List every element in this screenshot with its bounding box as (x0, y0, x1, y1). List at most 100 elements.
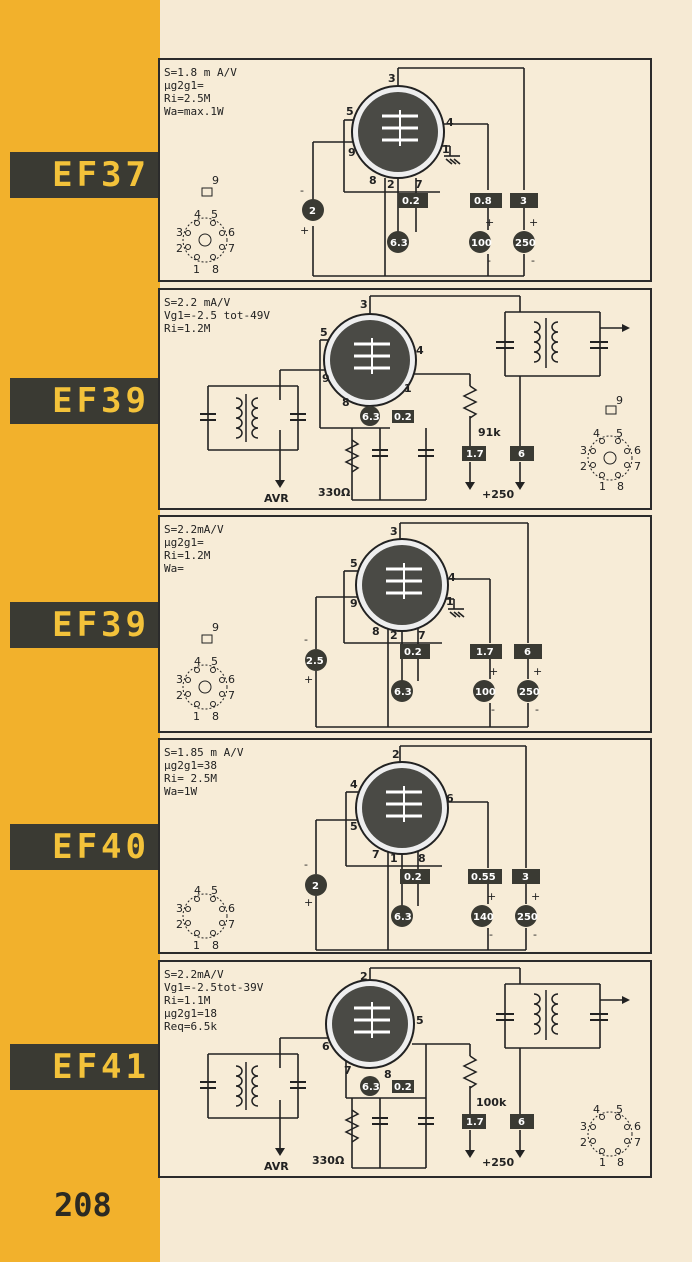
svg-text:4: 4 (448, 571, 456, 584)
svg-text:1.7: 1.7 (466, 1117, 484, 1128)
svg-text:7: 7 (415, 178, 423, 191)
svg-text:1: 1 (193, 710, 200, 723)
svg-text:6.3: 6.3 (362, 412, 380, 423)
svg-text:6: 6 (228, 226, 235, 239)
svg-text:4: 4 (350, 778, 358, 791)
svg-text:100: 100 (475, 687, 496, 698)
svg-text:8: 8 (212, 710, 219, 723)
svg-text:8: 8 (212, 939, 219, 952)
svg-text:-: - (535, 703, 539, 716)
socket-diagram (182, 664, 228, 710)
svg-text:3: 3 (388, 72, 396, 85)
tube-electrodes-icon (332, 986, 408, 1062)
svg-text:2: 2 (176, 242, 183, 255)
svg-text:6: 6 (322, 1040, 330, 1053)
svg-text:0.2: 0.2 (404, 872, 422, 883)
svg-text:100: 100 (471, 238, 492, 249)
tube-label-ef39-b: EF39 (10, 602, 158, 648)
svg-text:1: 1 (193, 263, 200, 276)
svg-text:250: 250 (517, 912, 538, 923)
svg-text:8: 8 (369, 174, 377, 187)
svg-text:5: 5 (350, 557, 358, 570)
svg-text:+: + (487, 890, 496, 903)
svg-text:6: 6 (228, 902, 235, 915)
svg-text:330Ω: 330Ω (312, 1154, 345, 1167)
svg-text:8: 8 (617, 1156, 624, 1169)
svg-text:2: 2 (390, 629, 398, 642)
svg-text:-: - (300, 184, 304, 197)
svg-text:+250: +250 (482, 488, 515, 501)
svg-text:2: 2 (392, 748, 400, 761)
svg-text:5: 5 (211, 884, 218, 897)
svg-text:8: 8 (212, 263, 219, 276)
svg-text:+250: +250 (482, 1156, 515, 1169)
svg-text:5: 5 (211, 655, 218, 668)
svg-text:7: 7 (634, 1136, 641, 1149)
svg-text:5: 5 (211, 208, 218, 221)
svg-text:-: - (533, 928, 537, 941)
tube-electrodes-icon (330, 320, 410, 400)
svg-text:140: 140 (473, 912, 494, 923)
svg-text:-: - (531, 254, 535, 267)
svg-text:0.2: 0.2 (402, 196, 420, 207)
svg-text:3: 3 (580, 1120, 587, 1133)
svg-text:8: 8 (418, 852, 426, 865)
svg-text:6: 6 (634, 1120, 641, 1133)
svg-text:3: 3 (176, 902, 183, 915)
svg-text:4: 4 (416, 344, 424, 357)
svg-text:9: 9 (348, 146, 356, 159)
svg-text:4: 4 (194, 208, 201, 221)
svg-text:4: 4 (194, 655, 201, 668)
svg-text:1: 1 (404, 382, 412, 395)
schematic-ef37: 3 5 9 4 1 8 2 7 2 -+ 0.2 6.3 0.8 100 +- … (176, 67, 538, 277)
svg-text:4: 4 (593, 427, 600, 440)
svg-text:2.5: 2.5 (306, 656, 324, 667)
socket-diagram (587, 1111, 633, 1157)
svg-text:3: 3 (522, 872, 529, 883)
svg-text:3: 3 (580, 444, 587, 457)
svg-text:6.3: 6.3 (394, 687, 412, 698)
svg-text:3: 3 (176, 226, 183, 239)
socket-diagram (587, 435, 633, 481)
svg-text:1: 1 (193, 939, 200, 952)
socket-diagram (182, 217, 228, 263)
svg-text:8: 8 (617, 480, 624, 493)
svg-text:7: 7 (228, 242, 235, 255)
tube-electrodes-icon (358, 92, 438, 172)
svg-text:+: + (489, 665, 498, 678)
svg-text:1: 1 (442, 143, 450, 156)
svg-text:6: 6 (518, 449, 525, 460)
svg-text:5: 5 (616, 1103, 623, 1116)
tube-label-ef40: EF40 (10, 824, 158, 870)
svg-text:1: 1 (599, 480, 606, 493)
svg-text:7: 7 (228, 689, 235, 702)
tube-label-ef39-a: EF39 (10, 378, 158, 424)
svg-text:3: 3 (360, 298, 368, 311)
svg-text:0.2: 0.2 (394, 412, 412, 423)
svg-text:8: 8 (342, 396, 350, 409)
svg-text:+: + (485, 216, 494, 229)
svg-text:8: 8 (384, 1068, 392, 1081)
svg-text:7: 7 (228, 918, 235, 931)
svg-text:-: - (489, 928, 493, 941)
svg-text:9: 9 (212, 174, 219, 187)
svg-text:+: + (533, 665, 542, 678)
svg-text:2: 2 (360, 970, 368, 983)
svg-text:3: 3 (390, 525, 398, 538)
svg-text:6: 6 (228, 673, 235, 686)
svg-text:-: - (491, 703, 495, 716)
svg-text:3: 3 (176, 673, 183, 686)
svg-text:100k: 100k (476, 1096, 507, 1109)
svg-text:5: 5 (350, 820, 358, 833)
svg-text:2: 2 (580, 460, 587, 473)
svg-text:4: 4 (446, 116, 454, 129)
svg-text:6: 6 (446, 792, 454, 805)
svg-text:0.2: 0.2 (394, 1082, 412, 1093)
svg-text:7: 7 (634, 460, 641, 473)
